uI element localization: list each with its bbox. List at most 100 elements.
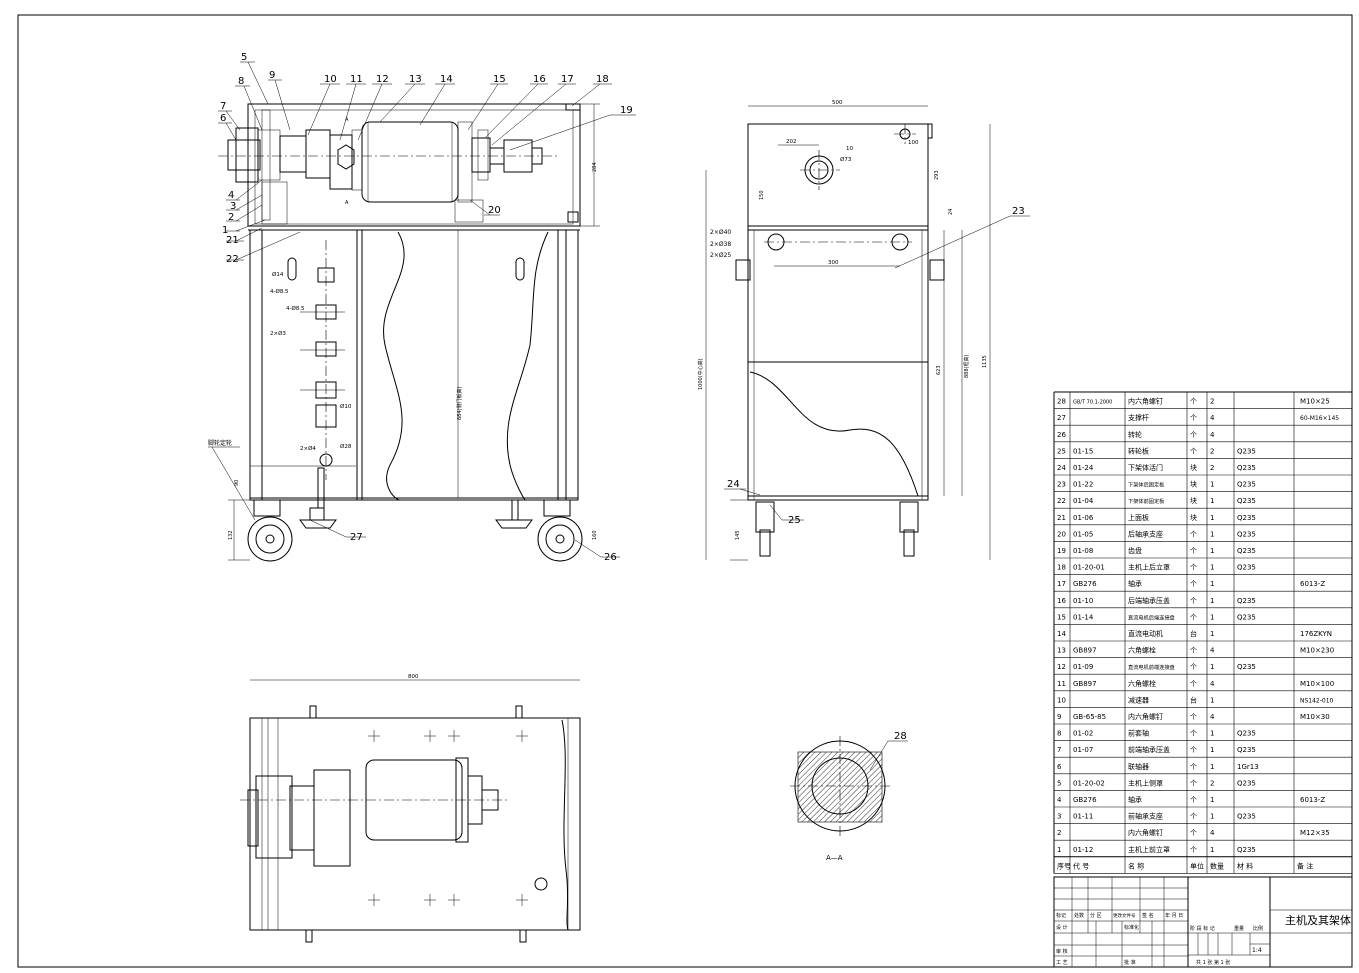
balloon-3: 3 [230, 201, 236, 212]
bom-cell-qty: 1 [1210, 564, 1214, 572]
bom-cell-no: 22 [1057, 497, 1066, 505]
bom-cell-code: 01-08 [1073, 547, 1093, 555]
tb-weight: 重量 [1234, 925, 1244, 932]
bom-cell-name: 后端轴承压盖 [1128, 596, 1170, 605]
side-view: 500 202 10 Ø73 100 150 293 24 2×Ø40 2×Ø3… [697, 100, 991, 561]
bom-cell-code: 01-11 [1073, 813, 1093, 821]
balloon-11: 11 [350, 74, 363, 85]
front-view: A A [208, 103, 600, 562]
bom-cell-name: 减速器 [1128, 695, 1149, 704]
bom-cell-no: 17 [1057, 580, 1066, 588]
balloon-28: 28 [894, 731, 907, 742]
side-dim-145: 145 [735, 530, 741, 540]
bom-cell-qty: 1 [1210, 613, 1214, 621]
bom-header-mat: 材 料 [1237, 861, 1253, 870]
tb-zone: 分 区 [1090, 912, 1102, 919]
bom-cell-unit: 块 [1190, 463, 1197, 472]
side-hole-25: 2×Ø25 [710, 252, 731, 259]
bom-cell-qty: 1 [1210, 730, 1214, 738]
sheet-border [17, 14, 1353, 968]
bom-cell-code: 01-10 [1073, 597, 1093, 605]
tb-change-doc: 更改文件号 [1113, 912, 1136, 919]
bom-cell-mat: Q235 [1237, 514, 1256, 522]
bom-cell-no: 14 [1057, 630, 1066, 638]
balloon-7: 7 [220, 101, 226, 112]
lower-frame [249, 229, 579, 501]
bom-cell-unit: 个 [1190, 530, 1197, 538]
balloon-25: 25 [788, 515, 801, 526]
bom-cell-note: 60-M16×145 [1300, 415, 1339, 422]
bom-cell-name: 轴承 [1128, 795, 1142, 804]
bom-cell-code: 01-24 [1073, 464, 1094, 472]
caster-right [537, 499, 583, 562]
top-view: 800 [240, 674, 581, 943]
motor [361, 121, 459, 203]
bom-cell-name: 直流电机后端连接盘 [1128, 613, 1175, 621]
bom-cell-no: 5 [1057, 779, 1061, 787]
bom-cell-unit: 个 [1190, 779, 1197, 787]
side-hole-40: 2×Ø40 [710, 229, 731, 236]
bom-cell-unit: 个 [1190, 564, 1197, 572]
bom-cell-unit: 个 [1190, 813, 1197, 821]
balloon-9: 9 [269, 70, 275, 81]
bom-cell-code: 01-09 [1073, 663, 1093, 671]
bom-cell-unit: 块 [1190, 480, 1197, 489]
bom-cell-no: 1 [1057, 846, 1061, 854]
bom-cell-qty: 1 [1210, 696, 1214, 704]
side-dim-623: 623 [936, 365, 942, 375]
bom-cell-qty: 1 [1210, 813, 1214, 821]
bom-cell-qty: 2 [1210, 447, 1214, 455]
bom-cell-mat: Q235 [1237, 730, 1256, 738]
balloon-13: 13 [409, 74, 422, 85]
bom-cell-qty: 1 [1210, 796, 1214, 804]
bom-cell-name: 齿盘 [1128, 546, 1142, 555]
bom-cell-note: M10×25 [1300, 398, 1330, 406]
bom-cell-mat: Q235 [1237, 813, 1256, 821]
bom-cell-mat: 1Gr13 [1237, 763, 1259, 771]
bom-cell-mat: Q235 [1237, 779, 1256, 787]
bom-cell-code: 01-02 [1073, 730, 1093, 738]
bom-cell-qty: 1 [1210, 497, 1214, 505]
tb-sign: 签 名 [1142, 912, 1154, 919]
dim-90: 90 [234, 480, 240, 486]
bom-cell-code: 01-20-02 [1073, 779, 1105, 787]
bom-cell-no: 6 [1057, 763, 1062, 771]
bom-cell-name: 后轴承支座 [1128, 529, 1163, 538]
bom-cell-qty: 1 [1210, 746, 1214, 754]
section-aa-label: A—A [826, 854, 843, 862]
balloon-17: 17 [561, 74, 574, 85]
bom-cell-mat: Q235 [1237, 464, 1256, 472]
bom-cell-qty: 2 [1210, 779, 1214, 787]
bom-cell-qty: 4 [1210, 431, 1215, 439]
tb-ratio: 比例 [1253, 925, 1263, 932]
bom-cell-unit: 个 [1190, 680, 1197, 688]
bom-cell-code: GB276 [1073, 580, 1097, 588]
bom-cell-unit: 个 [1190, 547, 1197, 555]
balloon-21: 21 [226, 235, 239, 246]
bom-cell-name: 内六角螺钉 [1128, 828, 1163, 837]
bom-header-qty: 数量 [1210, 861, 1224, 870]
bom-cell-name: 内六角螺钉 [1128, 397, 1163, 406]
balloon-6: 6 [220, 113, 226, 124]
bom-cell-code: 01-04 [1073, 497, 1094, 505]
bom-header-note: 备 注 [1297, 861, 1313, 870]
bom-cell-qty: 4 [1210, 829, 1215, 837]
tb-scale: 1:4 [1252, 947, 1262, 954]
bom-cell-name: 下架体后固定板 [1128, 481, 1165, 489]
bom-cell-unit: 个 [1190, 398, 1197, 406]
side-upper-box [747, 123, 929, 231]
bom-cell-no: 24 [1057, 464, 1066, 472]
caster-left [247, 499, 293, 562]
bom-cell-name: 内六角螺钉 [1128, 712, 1163, 721]
side-dim-d73: Ø73 [840, 156, 852, 163]
dim-132: 132 [228, 530, 234, 540]
bom-cell-note: M12×35 [1300, 829, 1330, 837]
bom-cell-note: 176ZKYN [1300, 630, 1332, 638]
bom-cell-note: 6013-Z [1300, 580, 1325, 588]
bom-cell-name: 六角螺栓 [1128, 679, 1156, 688]
tb-stage-mark: 阶 段 标 记 [1190, 925, 1215, 932]
top-outline [249, 717, 581, 931]
bom-header-code: 代 号 [1073, 861, 1089, 870]
section-aa: A—A [790, 736, 890, 862]
